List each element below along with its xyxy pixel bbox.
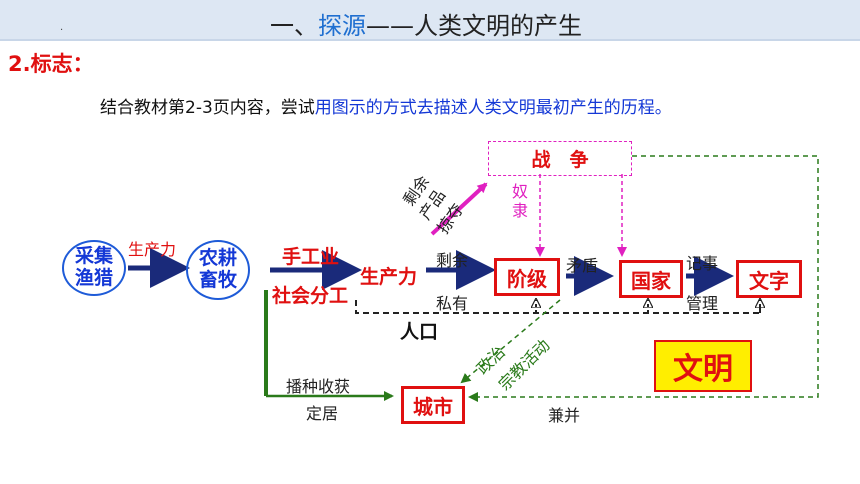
title-highlight: 探源 <box>318 12 366 40</box>
label-manage: 管理 <box>686 294 719 313</box>
title-prefix: 一、 <box>270 12 318 40</box>
section-title: 2.标志： <box>8 52 94 76</box>
label-productivity-2: 生产力 <box>360 266 418 288</box>
header-bar <box>0 0 860 40</box>
instruction-part2: 用图示的方式去描述人类文明最初产生的历程。 <box>314 98 672 118</box>
label-sowing: 播种收获 <box>286 377 351 396</box>
box-civilization: 文明 <box>654 340 752 392</box>
box-writing: 文字 <box>736 260 802 298</box>
oval-farming: 农耕畜牧 <box>186 240 250 300</box>
label-social-division: 社会分工 <box>272 285 349 307</box>
title-suffix: ——人类文明的产生 <box>366 12 582 40</box>
label-handicraft: 手工业 <box>282 246 340 268</box>
page-title: 一、探源——人类文明的产生 <box>270 6 582 41</box>
instruction-part1: 结合教材第2-3页内容，尝试 <box>100 98 315 118</box>
label-record: 记事 <box>686 254 719 273</box>
label-annex: 兼并 <box>548 406 581 425</box>
box-city: 城市 <box>401 386 465 424</box>
instruction-text: 结合教材第2-3页内容，尝试用图示的方式去描述人类文明最初产生的历程。 <box>100 93 672 118</box>
label-private: 私有 <box>436 294 469 313</box>
label-productivity-1: 生产力 <box>128 240 177 259</box>
box-state: 国家 <box>619 260 683 298</box>
header-mark: . <box>60 22 64 33</box>
label-population: 人口 <box>400 321 439 343</box>
label-settle: 定居 <box>306 404 339 423</box>
oval-farm-text: 农耕畜牧 <box>198 247 237 291</box>
arrow-class-city <box>460 299 561 384</box>
arrow-products-war <box>430 182 488 236</box>
oval-gather-text: 采集渔猎 <box>74 245 113 289</box>
annex-loop-line <box>468 155 819 402</box>
label-contradiction: 矛盾 <box>566 256 599 275</box>
box-war: 战 争 <box>488 141 632 176</box>
box-class: 阶级 <box>494 258 560 296</box>
oval-gather-hunt: 采集渔猎 <box>62 240 126 296</box>
label-slaves: 奴隶 <box>512 182 529 221</box>
header-divider <box>0 39 860 41</box>
label-surplus: 剩余 <box>436 251 469 270</box>
